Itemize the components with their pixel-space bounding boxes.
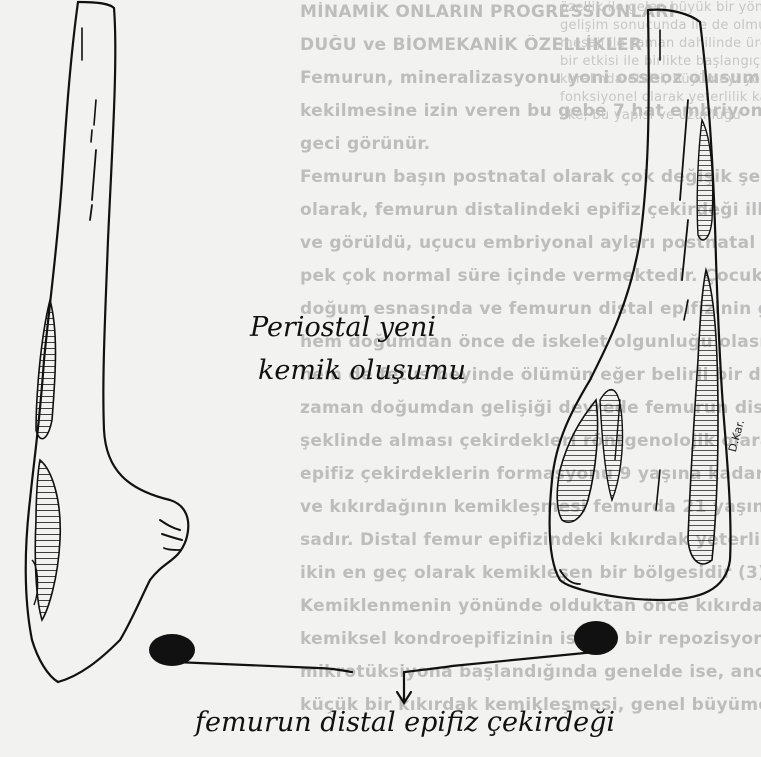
left-periosteal-hatch [32, 300, 60, 620]
right-periosteal-hatch [557, 120, 718, 564]
epiphysis-label: femurun distal epifiz çekirdeği [195, 707, 615, 738]
periostal-label-line2: kemik oluşumu [258, 355, 466, 386]
periostal-label-line1: Periostal yeni [250, 312, 436, 343]
pointer-lines [175, 652, 595, 703]
right-epiphysis-nucleus [574, 621, 618, 655]
left-epiphysis-nucleus [149, 634, 195, 666]
